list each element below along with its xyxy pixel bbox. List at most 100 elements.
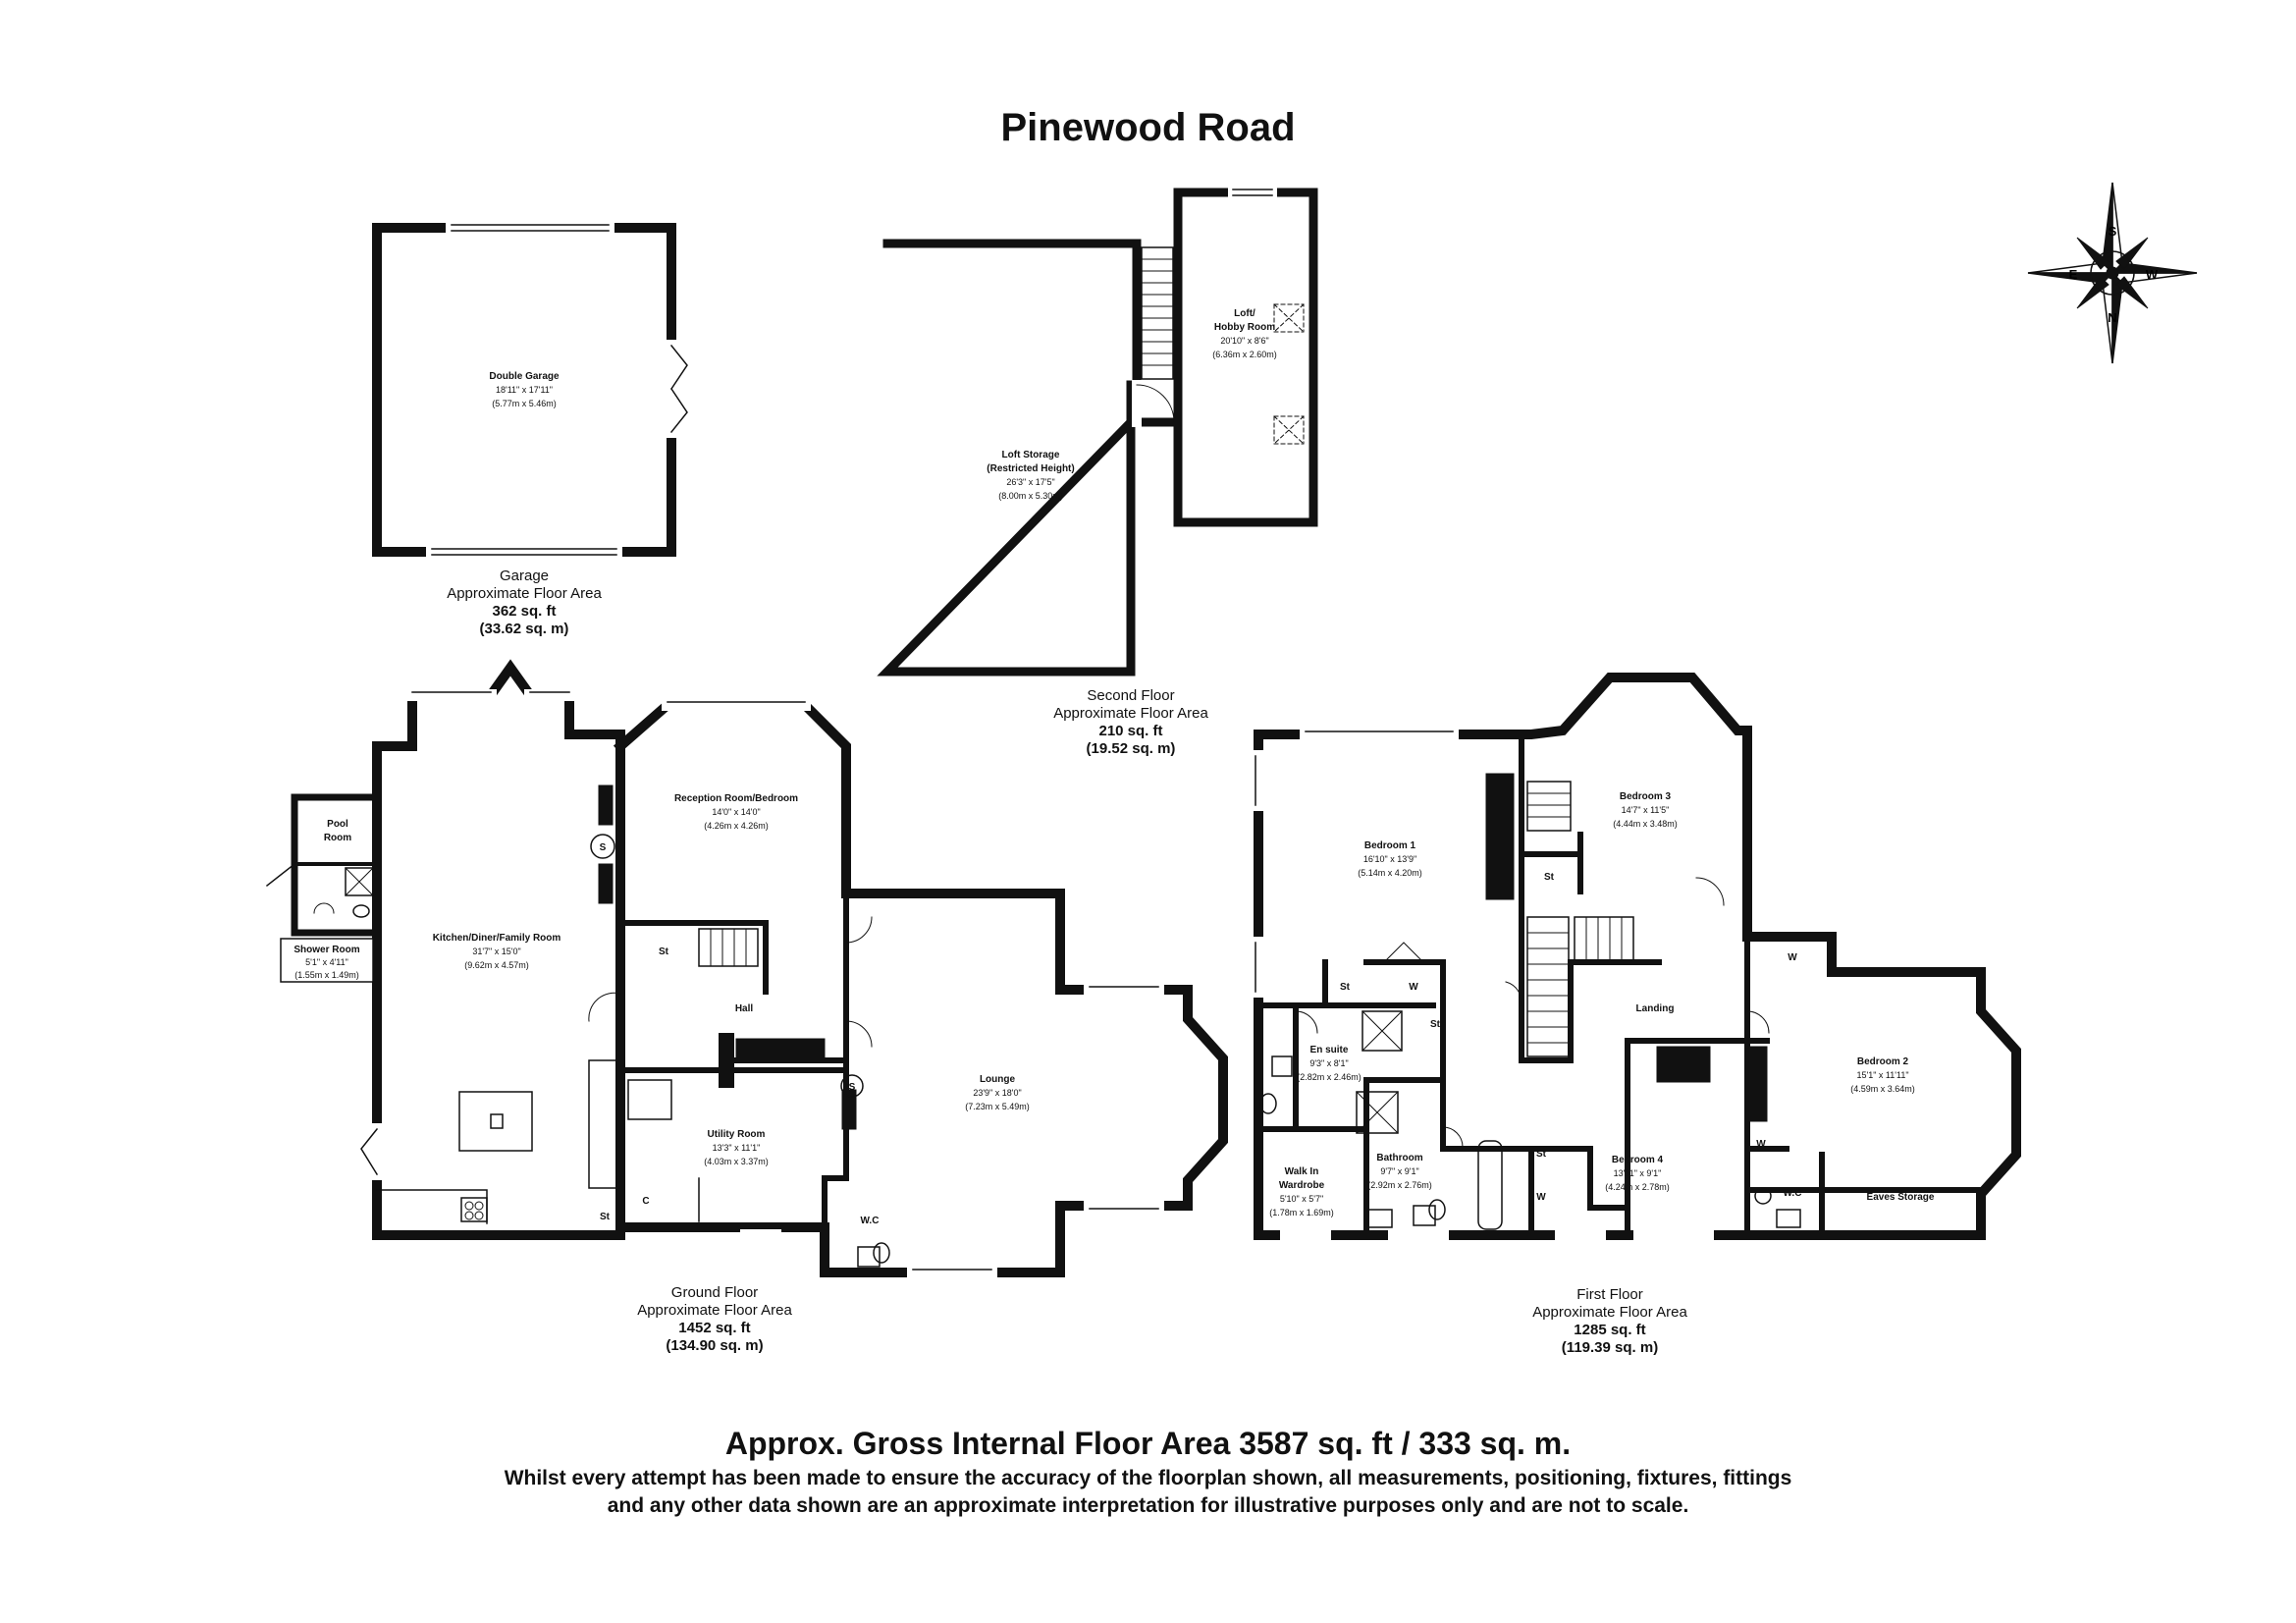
area-second-sub: Approximate Floor Area — [1053, 705, 1208, 722]
room-name-wc-first: W.C — [1784, 1188, 1802, 1199]
room-name-bedroom1: Bedroom 1 — [1364, 840, 1416, 851]
room-name-shower-room: Shower Room — [294, 945, 359, 955]
room-name-bedroom2: Bedroom 2 — [1857, 1056, 1909, 1067]
room-dims-bedroom2: 15'1" x 11'11" — [1856, 1070, 1908, 1080]
fixture-cylinder-reception: S — [600, 842, 607, 853]
room-name2-pool-room: Room — [324, 833, 351, 843]
room-name-lounge: Lounge — [980, 1074, 1016, 1085]
area-second-sqm: (19.52 sq. m) — [1086, 740, 1176, 757]
room-dims-utility: 13'3" x 11'1" — [713, 1143, 761, 1153]
room-metric-bedroom4: (4.24m x 2.78m) — [1605, 1182, 1670, 1192]
area-first-label: First Floor — [1576, 1286, 1643, 1303]
fixture-cylinder-hall: S — [849, 1082, 856, 1093]
fixture-store-bedroom4: St — [1536, 1149, 1547, 1160]
room-name2-loft-storage: (Restricted Height) — [987, 463, 1074, 474]
compass-label-right: W — [2146, 267, 2159, 282]
disclaimer-line-2: and any other data shown are an approxim… — [607, 1494, 1689, 1517]
room-name-loft-storage: Loft Storage — [1002, 450, 1060, 460]
room-name2-walkin: Wardrobe — [1279, 1180, 1325, 1191]
room-metric-bathroom: (2.92m x 2.76m) — [1367, 1180, 1432, 1190]
room-name-loft-hobby: Loft/ — [1234, 308, 1255, 319]
area-second-sqft: 210 sq. ft — [1098, 723, 1163, 739]
garage-plan — [372, 222, 688, 558]
room-metric-lounge: (7.23m x 5.49m) — [965, 1102, 1030, 1111]
first-floor-plan — [1253, 673, 2021, 1241]
room-name-bathroom: Bathroom — [1376, 1153, 1422, 1163]
room-name-utility: Utility Room — [708, 1129, 766, 1140]
room-dims-double-garage: 18'11" x 17'11" — [496, 385, 553, 395]
room-dims-kitchen: 31'7" x 15'0" — [472, 947, 520, 956]
disclaimer-line-1: Whilst every attempt has been made to en… — [504, 1467, 1792, 1489]
room-metric-shower-room: (1.55m x 1.49m) — [294, 970, 359, 980]
fixture-wardrobe-bedroom1: W — [1409, 982, 1418, 993]
area-caption-ground-floor: Ground Floor Approximate Floor Area 1452… — [637, 1284, 792, 1355]
fixture-store-ensuite: St — [1430, 1019, 1441, 1030]
room-name-hall: Hall — [735, 1003, 754, 1014]
fixture-store-kitchen: St — [600, 1212, 611, 1222]
compass-label-left: E — [2069, 267, 2078, 282]
room-dims-bedroom4: 13'11" x 9'1" — [1614, 1168, 1662, 1178]
room-metric-loft-storage: (8.00m x 5.30m) — [998, 491, 1063, 501]
room-metric-bedroom3: (4.44m x 3.48m) — [1613, 819, 1678, 829]
area-caption-second-floor: Second Floor Approximate Floor Area 210 … — [1053, 687, 1208, 758]
compass-icon — [2027, 182, 2198, 364]
area-first-sub: Approximate Floor Area — [1532, 1304, 1687, 1321]
area-caption-garage: Garage Approximate Floor Area 362 sq. ft… — [447, 568, 602, 638]
room-name-double-garage: Double Garage — [489, 371, 560, 382]
fixture-wardrobe-bedroom4: W — [1536, 1192, 1546, 1203]
room-dims-walkin: 5'10" x 5'7" — [1280, 1194, 1323, 1204]
area-garage-sub: Approximate Floor Area — [447, 585, 602, 602]
fixture-store-bedroom1: St — [1340, 982, 1351, 993]
area-ground-sqft: 1452 sq. ft — [678, 1320, 751, 1336]
room-dims-shower-room: 5'1" x 4'11" — [305, 957, 348, 967]
area-garage-label: Garage — [499, 568, 550, 584]
gross-area-heading: Approx. Gross Internal Floor Area 3587 s… — [724, 1426, 1572, 1461]
room-dims-bathroom: 9'7" x 9'1" — [1380, 1166, 1418, 1176]
area-garage-sqm: (33.62 sq. m) — [479, 621, 569, 637]
room-name-eaves: Eaves Storage — [1867, 1192, 1935, 1203]
compass-label-top: S — [2109, 224, 2117, 239]
room-name-reception: Reception Room/Bedroom — [674, 793, 798, 804]
room-metric-double-garage: (5.77m x 5.46m) — [492, 399, 557, 408]
room-dims-loft-hobby: 20'10" x 8'6" — [1220, 336, 1268, 346]
fixture-wardrobe-bedroom2: W — [1756, 1139, 1766, 1150]
room-name-landing: Landing — [1636, 1003, 1675, 1014]
room-name-bedroom3: Bedroom 3 — [1620, 791, 1672, 802]
area-garage-sqft: 362 sq. ft — [492, 603, 557, 620]
room-dims-loft-storage: 26'3" x 17'5" — [1006, 477, 1054, 487]
area-ground-sub: Approximate Floor Area — [637, 1302, 792, 1319]
room-metric-reception: (4.26m x 4.26m) — [704, 821, 769, 831]
room-metric-loft-hobby: (6.36m x 2.60m) — [1212, 350, 1277, 359]
room-dims-bedroom3: 14'7" x 11'5" — [1622, 805, 1670, 815]
area-caption-first-floor: First Floor Approximate Floor Area 1285 … — [1532, 1286, 1687, 1357]
room-metric-ensuite: (2.82m x 2.46m) — [1297, 1072, 1362, 1082]
fixture-cupboard-utility: C — [642, 1196, 649, 1207]
room-metric-kitchen: (9.62m x 4.57m) — [464, 960, 529, 970]
fixture-store-hall: St — [659, 947, 669, 957]
room-metric-utility: (4.03m x 3.37m) — [704, 1157, 769, 1166]
room-metric-walkin: (1.78m x 1.69m) — [1269, 1208, 1334, 1217]
page-title: Pinewood Road — [1000, 106, 1296, 149]
room-name-kitchen: Kitchen/Diner/Family Room — [433, 933, 561, 944]
room-name-ensuite: En suite — [1310, 1045, 1349, 1055]
ground-floor-plan — [265, 659, 1228, 1278]
area-first-sqft: 1285 sq. ft — [1574, 1322, 1646, 1338]
room-name-wc-ground: W.C — [861, 1216, 880, 1226]
room-dims-reception: 14'0" x 14'0" — [712, 807, 760, 817]
room-dims-bedroom1: 16'10" x 13'9" — [1363, 854, 1416, 864]
room-dims-ensuite: 9'3" x 8'1" — [1309, 1058, 1348, 1068]
area-first-sqm: (119.39 sq. m) — [1561, 1339, 1659, 1356]
room-name-bedroom4: Bedroom 4 — [1612, 1155, 1664, 1165]
fixture-store-bedroom3: St — [1544, 872, 1555, 883]
room-metric-bedroom1: (5.14m x 4.20m) — [1358, 868, 1422, 878]
area-ground-sqm: (134.90 sq. m) — [666, 1337, 764, 1354]
room-metric-bedroom2: (4.59m x 3.64m) — [1850, 1084, 1915, 1094]
room-name2-loft-hobby: Hobby Room — [1214, 322, 1275, 333]
second-floor-plan — [877, 188, 1318, 676]
area-ground-label: Ground Floor — [670, 1284, 759, 1301]
room-name-walkin: Walk In — [1285, 1166, 1319, 1177]
area-second-label: Second Floor — [1087, 687, 1175, 704]
fixture-wardrobe-landing: W — [1788, 952, 1797, 963]
room-dims-lounge: 23'9" x 18'0" — [973, 1088, 1021, 1098]
